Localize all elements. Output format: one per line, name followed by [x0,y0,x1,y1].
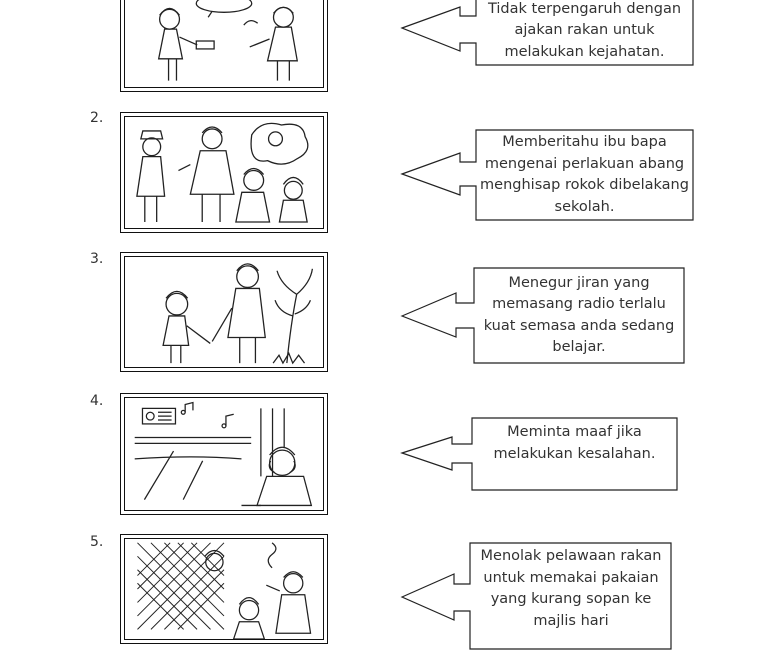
picture-frame-4 [120,393,328,515]
arrow-callout-1 [400,0,694,66]
callout-text-3: Menegur jiran yang memasang radio terlal… [483,274,675,356]
arrow-callout-2 [400,129,694,221]
picture-frame-3 [120,252,328,372]
item-number-3: 3. [90,251,104,267]
arrow-callout-5 [400,542,672,650]
item-number-5: 5. [90,534,104,550]
item-number-2: 2. [90,110,104,126]
children-group-illustration-icon [136,122,309,223]
children-fence-illustration-icon [137,542,312,639]
picture-frame-2 [120,112,328,233]
callout-text-4: Meminta maaf jika melakukan kesalahan. [493,424,656,462]
arrow-callout-4 [400,417,678,491]
callout-text-2: Memberitahu ibu bapa mengenai perlakuan … [480,134,689,215]
girl-covering-ears-illustration-icon [134,401,313,507]
children-handshake-illustration-icon [162,263,314,365]
children-talking-illustration-icon [157,0,299,81]
arrow-callout-3 [400,267,685,364]
item-number-4: 4. [90,393,104,409]
picture-frame-1 [120,0,328,92]
callout-text-5: Menolak pelawaan rakan untuk memakai pak… [480,548,662,629]
picture-frame-5 [120,534,328,644]
callout-text-1: Tidak terpengaruh dengan ajakan rakan un… [487,0,682,60]
